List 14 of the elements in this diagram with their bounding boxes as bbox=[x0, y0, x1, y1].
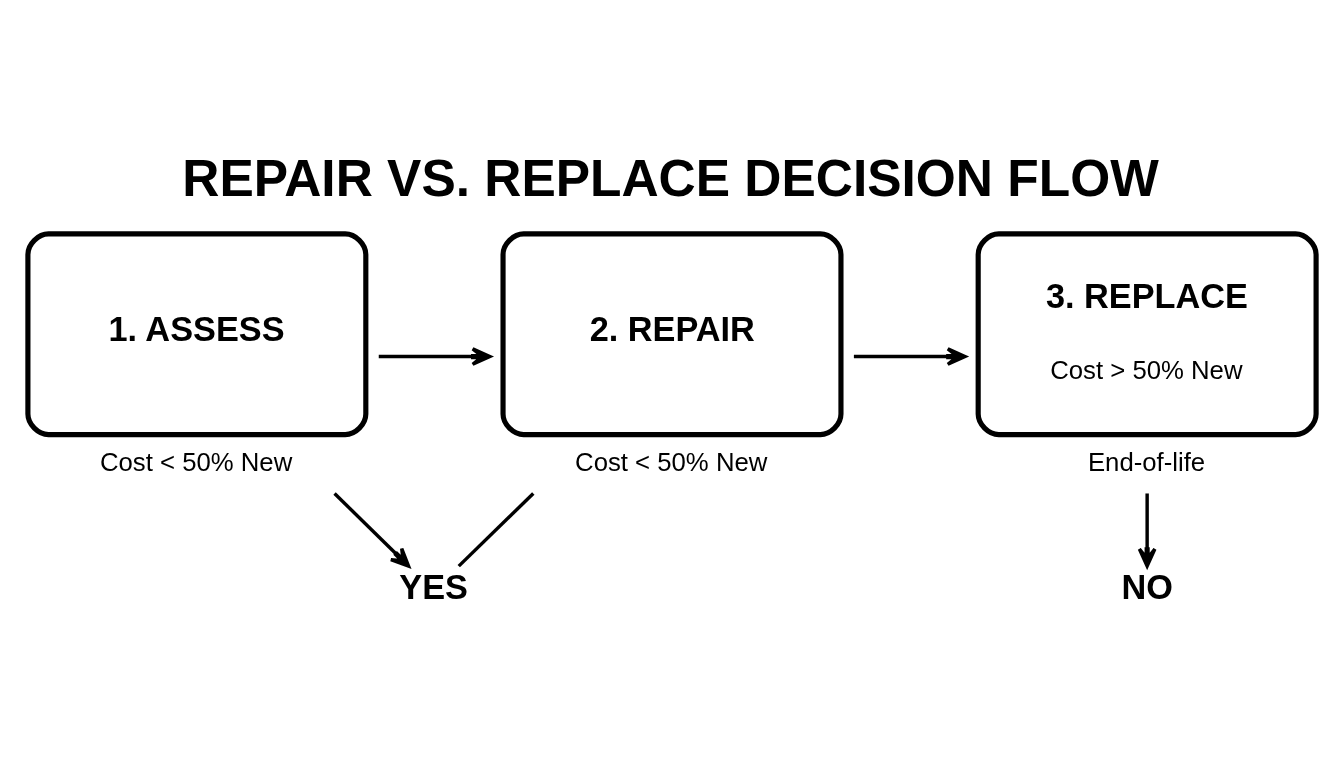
arrow bbox=[333, 492, 411, 568]
node-text: YES bbox=[399, 568, 468, 607]
node-box: 1. ASSESS bbox=[25, 231, 369, 438]
node-text: NO bbox=[1121, 568, 1173, 607]
arrow bbox=[1137, 493, 1157, 568]
arrow bbox=[378, 347, 492, 366]
node-label: Cost < 50% New bbox=[99, 448, 293, 477]
node-box: 3. REPLACE Cost > 50% New bbox=[975, 231, 1319, 438]
connector bbox=[457, 492, 535, 568]
node-label: End-of-life bbox=[1087, 448, 1206, 477]
node-box: 2. REPAIR bbox=[500, 231, 844, 438]
diagram-title: REPAIR VS. REPLACE DECISION FLOW bbox=[182, 149, 1159, 208]
node-label: Cost < 50% New bbox=[575, 448, 768, 477]
arrow bbox=[853, 347, 967, 366]
